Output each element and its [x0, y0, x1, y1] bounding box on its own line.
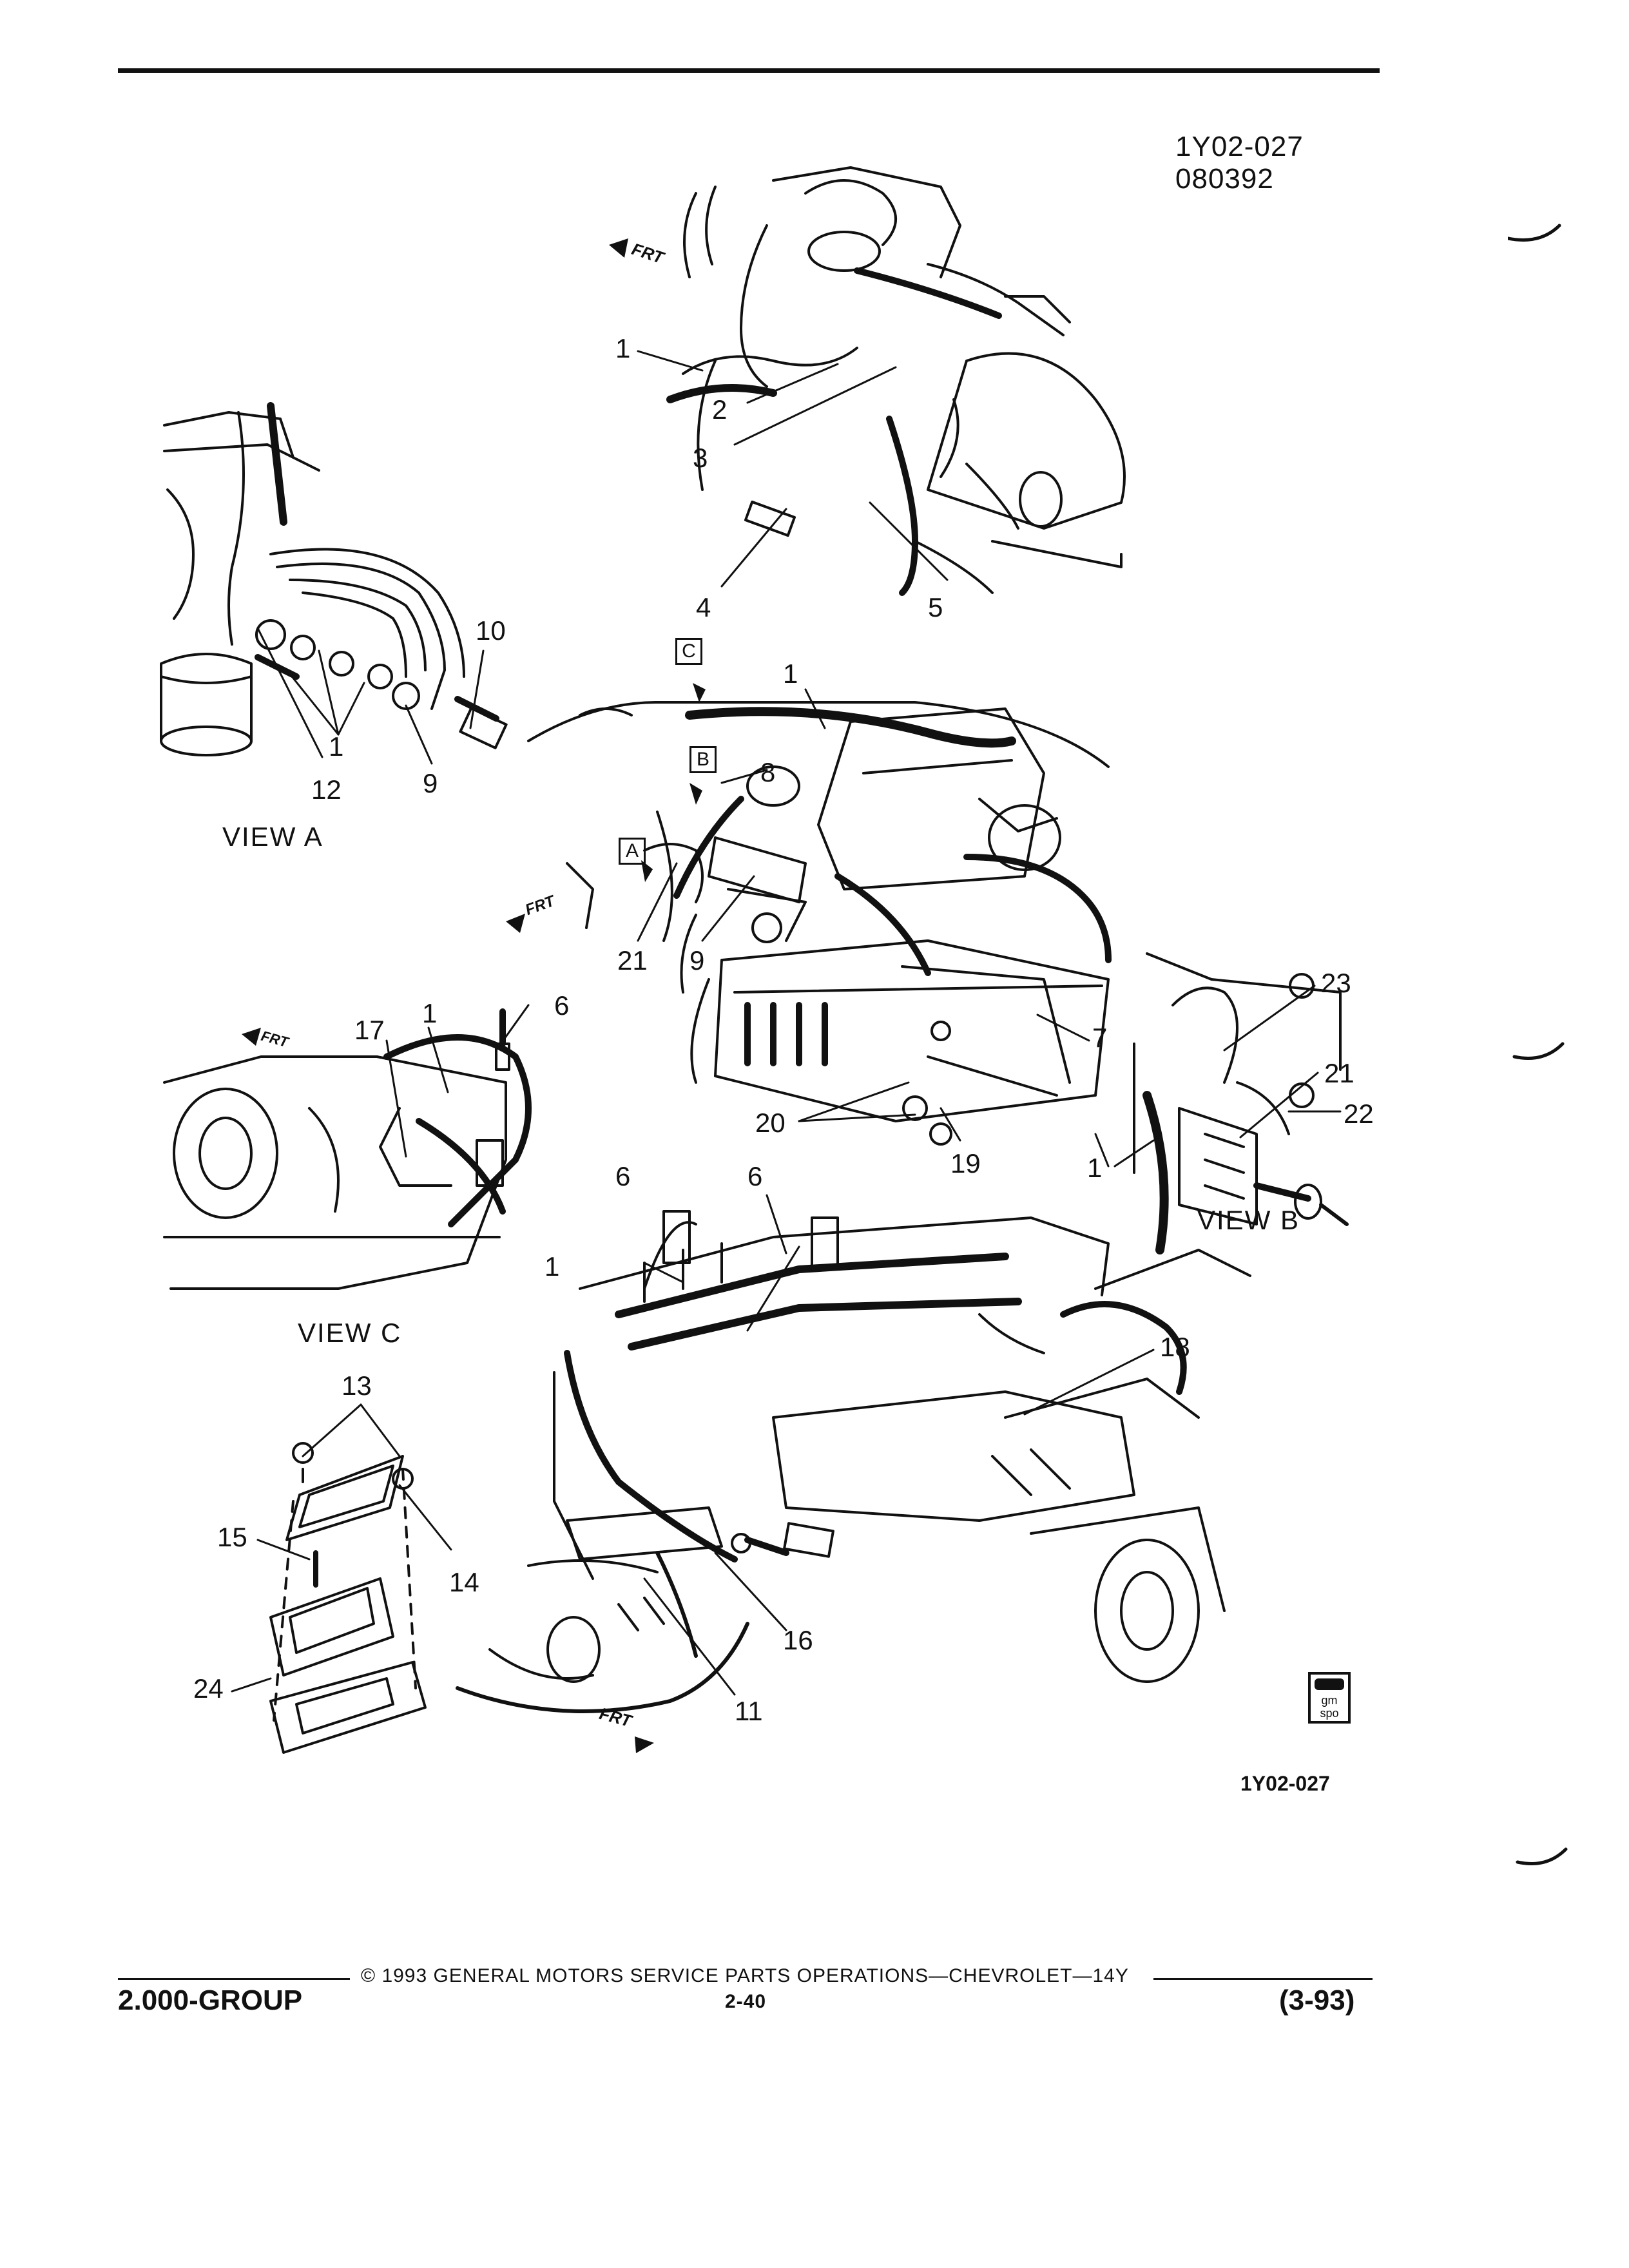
bracket-assembly-illustration [269, 1442, 427, 1754]
binder-mark-icon [1512, 1042, 1565, 1060]
footer-revision: (3-93) [1279, 1984, 1355, 2016]
callout-17: 17 [354, 1015, 385, 1045]
callout-6-view-c: 6 [554, 990, 570, 1021]
callout-19: 19 [950, 1148, 981, 1178]
view-c-label: VIEW C [298, 1318, 402, 1348]
top-rule [118, 68, 1380, 73]
bottom-figure-code: 1Y02-027 [1240, 1772, 1330, 1795]
view-arrow-icon [693, 683, 706, 702]
callout-1-lower: 1 [545, 1251, 560, 1282]
callout-21-view-b: 21 [1324, 1058, 1354, 1088]
lower-engine-illustration [456, 1210, 1251, 1713]
view-a-illustration [160, 402, 508, 756]
view-b-marker: B [689, 746, 717, 773]
figure-code: 1Y02-027 [1175, 131, 1304, 162]
frt-arrow-icon [242, 1028, 261, 1046]
binder-marks [1508, 224, 1568, 1865]
callout-1-view-a: 1 [329, 731, 344, 762]
frt-arrow-icon [635, 1736, 654, 1753]
callout-14: 14 [449, 1567, 479, 1597]
footer-line-left [118, 1978, 350, 1980]
callout-1: 1 [615, 333, 631, 363]
logo-bar [1315, 1678, 1344, 1690]
view-c-illustration [163, 1008, 532, 1290]
callout-9-view-a: 9 [423, 768, 438, 798]
callout-18: 18 [1160, 1332, 1190, 1362]
callout-4: 4 [696, 592, 711, 622]
callout-1-view-c: 1 [422, 998, 438, 1028]
callout-7: 7 [1092, 1023, 1108, 1053]
frt-arrows [242, 238, 706, 1753]
callout-15: 15 [217, 1522, 247, 1552]
callout-13: 13 [342, 1370, 372, 1401]
callout-20: 20 [755, 1108, 786, 1138]
callout-23: 23 [1321, 968, 1351, 998]
callout-21-main: 21 [617, 945, 648, 975]
callout-5: 5 [928, 592, 943, 622]
view-c-marker: C [675, 638, 702, 665]
callout-6-right: 6 [747, 1161, 763, 1191]
gm-spo-logo: gm spo [1308, 1672, 1351, 1724]
callout-10: 10 [476, 615, 506, 646]
frt-arrow-icon [609, 238, 628, 258]
callout-1-view-b: 1 [1087, 1153, 1103, 1183]
callout-9-main: 9 [689, 945, 705, 975]
frt-arrow-icon [506, 914, 525, 933]
view-arrow-icon [689, 783, 702, 805]
footer-line-right [1153, 1978, 1373, 1980]
footer-page: 2-40 [725, 1991, 767, 2012]
callout-2: 2 [712, 394, 728, 425]
view-a-marker: A [619, 838, 646, 865]
view-b-label: VIEW B [1197, 1205, 1300, 1235]
callout-16: 16 [783, 1625, 813, 1655]
callout-11: 11 [735, 1696, 763, 1726]
callout-24: 24 [193, 1673, 224, 1704]
binder-mark-icon [1508, 224, 1561, 242]
date-code: 080392 [1175, 163, 1274, 195]
main-engine-illustration [527, 701, 1112, 1146]
callout-1-main: 1 [783, 658, 798, 689]
callout-6-left: 6 [615, 1161, 631, 1191]
footer-group: 2.000-GROUP [118, 1984, 303, 2016]
view-arrow-icon [641, 860, 653, 882]
binder-mark-icon [1516, 1847, 1568, 1865]
callout-leaders [231, 350, 1342, 1696]
callout-8: 8 [760, 757, 776, 787]
logo-text: gm spo [1320, 1694, 1339, 1720]
callout-12: 12 [311, 774, 342, 805]
callout-22: 22 [1344, 1099, 1374, 1129]
transmission-illustration [666, 166, 1126, 596]
view-a-label: VIEW A [222, 822, 323, 852]
footer-copyright: © 1993 GENERAL MOTORS SERVICE PARTS OPER… [361, 1965, 1129, 1986]
callout-3: 3 [693, 443, 708, 473]
